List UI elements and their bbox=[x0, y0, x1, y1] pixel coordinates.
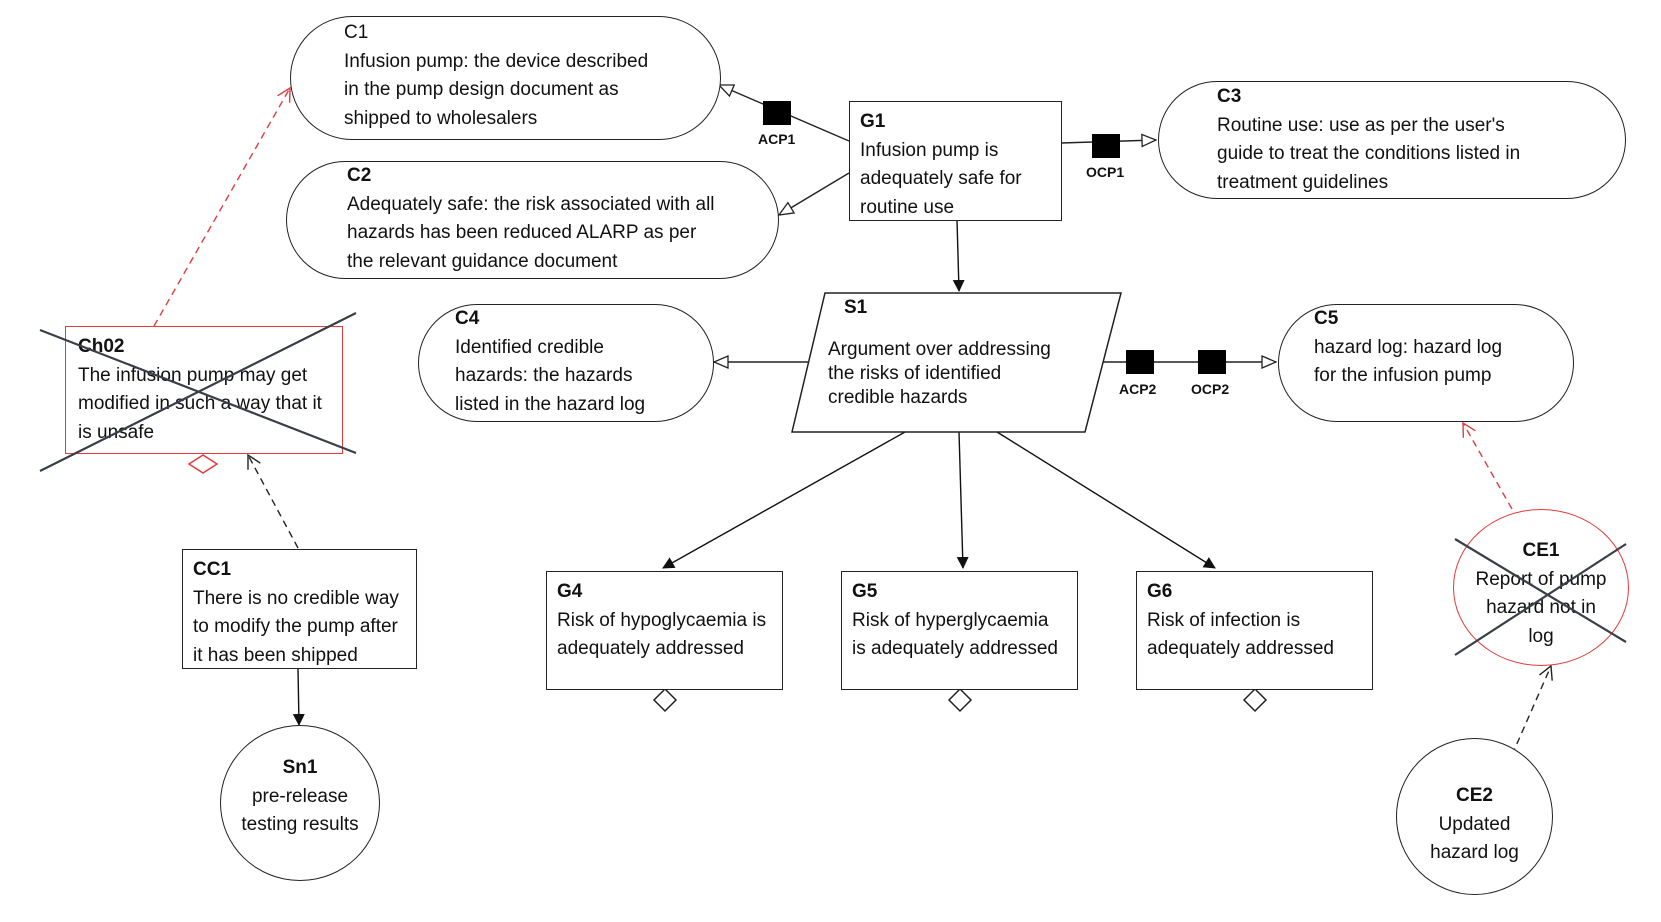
ch02-text: The infusion pump may get modified in su… bbox=[78, 364, 322, 443]
context-c5[interactable]: C5 hazard log: hazard log for the infusi… bbox=[1278, 304, 1574, 422]
g4-id: G4 bbox=[557, 581, 583, 602]
strategy-s1[interactable]: S1 Argument over addressing the risks of… bbox=[828, 295, 1078, 425]
acp2-label: ACP2 bbox=[1119, 381, 1157, 397]
sn1-text: pre-release testing results bbox=[241, 785, 359, 836]
ce1-id: CE1 bbox=[1522, 540, 1560, 561]
edge-ce2-ce1 bbox=[1511, 664, 1553, 756]
edge-g1-s1 bbox=[952, 219, 965, 292]
acp1-label: ACP1 bbox=[758, 131, 796, 147]
c5-id: C5 bbox=[1314, 308, 1339, 329]
ocp2-marker bbox=[1198, 350, 1226, 374]
context-c3[interactable]: C3 Routine use: use as per the user's gu… bbox=[1158, 81, 1626, 199]
edge-ce1-c5 bbox=[1462, 421, 1513, 510]
goal-g4[interactable]: G4 Risk of hypoglycaemia is adequately a… bbox=[546, 571, 783, 690]
ce2-id: CE2 bbox=[1456, 785, 1493, 806]
c4-text: Identified credible hazards: the hazards… bbox=[455, 336, 646, 415]
ce1-text: Report of pump hazard not in log bbox=[1475, 568, 1607, 647]
g4-undeveloped-diamond bbox=[652, 687, 678, 713]
c1-id: C1 bbox=[344, 22, 369, 43]
solution-sn1[interactable]: Sn1 pre-release testing results bbox=[220, 725, 380, 881]
context-c2[interactable]: C2 Adequately safe: the risk associated … bbox=[286, 161, 779, 279]
goal-g5[interactable]: G5 Risk of hyperglycaemia is adequately … bbox=[841, 571, 1078, 690]
edge-s1-g6 bbox=[996, 431, 1216, 569]
edge-cc1-sn1 bbox=[292, 667, 305, 726]
ch02-undeveloped-diamond bbox=[187, 454, 219, 474]
sn1-id: Sn1 bbox=[282, 757, 318, 778]
ocp2-label: OCP2 bbox=[1191, 381, 1229, 397]
edge-s1-g4 bbox=[662, 431, 906, 569]
g5-text: Risk of hyperglycaemia is adequately add… bbox=[852, 609, 1058, 660]
g1-text: Infusion pump is adequately safe for rou… bbox=[860, 139, 1022, 218]
edge-cc1-ch02 bbox=[247, 453, 299, 549]
challenge-ch02[interactable]: Ch02 The infusion pump may get modified … bbox=[65, 326, 343, 454]
c2-id: C2 bbox=[347, 165, 372, 186]
g6-id: G6 bbox=[1147, 581, 1173, 602]
c4-id: C4 bbox=[455, 308, 480, 329]
acp1-marker bbox=[763, 101, 791, 125]
edge-g1-c2 bbox=[779, 172, 850, 215]
g6-undeveloped-diamond bbox=[1242, 687, 1268, 713]
s1-text: Argument over addressing the risks of id… bbox=[828, 339, 1051, 408]
acp2-marker bbox=[1126, 350, 1154, 374]
edge-ch02-c1 bbox=[153, 86, 291, 327]
goal-g1[interactable]: G1 Infusion pump is adequately safe for … bbox=[849, 101, 1062, 221]
ocp1-marker bbox=[1092, 134, 1120, 158]
g1-id: G1 bbox=[860, 111, 886, 132]
ce2-text: Updated hazard log bbox=[1430, 813, 1519, 864]
cc1-text: There is no credible way to modify the p… bbox=[193, 587, 399, 666]
g4-text: Risk of hypoglycaemia is adequately addr… bbox=[557, 609, 767, 660]
g5-undeveloped-diamond bbox=[947, 687, 973, 713]
g5-id: G5 bbox=[852, 581, 878, 602]
s1-id: S1 bbox=[844, 297, 868, 318]
c3-text: Routine use: use as per the user's guide… bbox=[1217, 114, 1521, 193]
edge-s1-g5 bbox=[956, 431, 969, 569]
context-c4[interactable]: C4 Identified credible hazards: the haza… bbox=[418, 304, 714, 422]
counter-evidence-ce1[interactable]: CE1 Report of pump hazard not in log bbox=[1453, 509, 1629, 666]
s1-shape bbox=[791, 292, 1122, 433]
c3-id: C3 bbox=[1217, 86, 1242, 107]
ocp1-label: OCP1 bbox=[1086, 164, 1124, 180]
counter-claim-cc1[interactable]: CC1 There is no credible way to modify t… bbox=[182, 549, 417, 669]
evidence-ce2[interactable]: CE2 Updated hazard log bbox=[1396, 738, 1553, 895]
c1-text: Infusion pump: the device described in t… bbox=[344, 50, 649, 129]
goal-g6[interactable]: G6 Risk of infection is adequately addre… bbox=[1136, 571, 1373, 690]
c2-text: Adequately safe: the risk associated wit… bbox=[347, 193, 715, 272]
ch02-id: Ch02 bbox=[78, 336, 125, 357]
c5-text: hazard log: hazard log for the infusion … bbox=[1314, 336, 1503, 387]
context-c1[interactable]: C1 Infusion pump: the device described i… bbox=[290, 16, 721, 140]
g6-text: Risk of infection is adequately addresse… bbox=[1147, 609, 1334, 660]
cc1-id: CC1 bbox=[193, 559, 232, 580]
